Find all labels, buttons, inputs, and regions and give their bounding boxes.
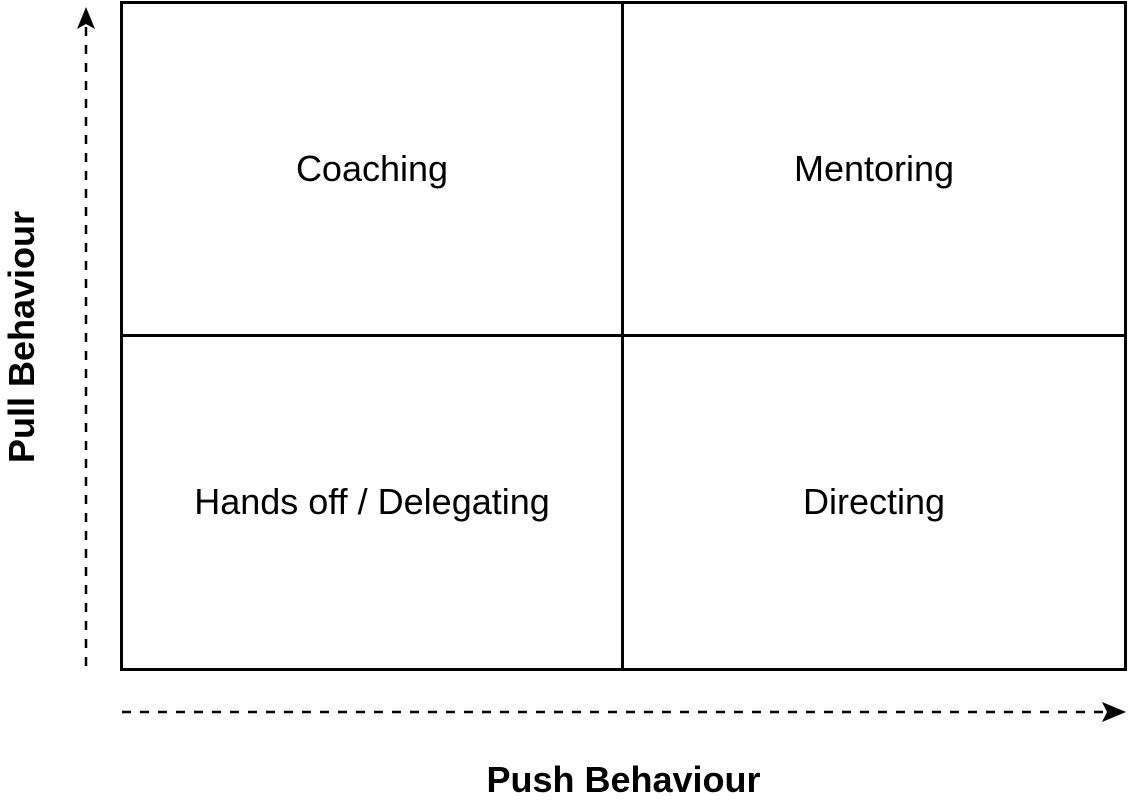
x-axis-title: Push Behaviour — [486, 759, 761, 800]
quadrant-label-mentoring: Mentoring — [793, 148, 955, 189]
y-axis-arrowhead-icon — [77, 7, 95, 29]
quadrant-top-right: Mentoring — [624, 4, 1124, 334]
quadrant-top-left: Coaching — [123, 4, 621, 334]
quadrant-bottom-left: Hands off / Delegating — [123, 337, 621, 667]
quadrant-label-directing: Directing — [802, 481, 946, 522]
y-axis-title: Pull Behaviour — [1, 210, 42, 464]
quadrant-label-delegating: Hands off / Delegating — [194, 481, 550, 522]
horizontal-divider — [120, 334, 1127, 337]
quadrant-bottom-right: Directing — [624, 337, 1124, 667]
x-axis-arrowhead-icon — [1102, 702, 1126, 722]
quadrant-label-coaching: Coaching — [295, 148, 449, 189]
